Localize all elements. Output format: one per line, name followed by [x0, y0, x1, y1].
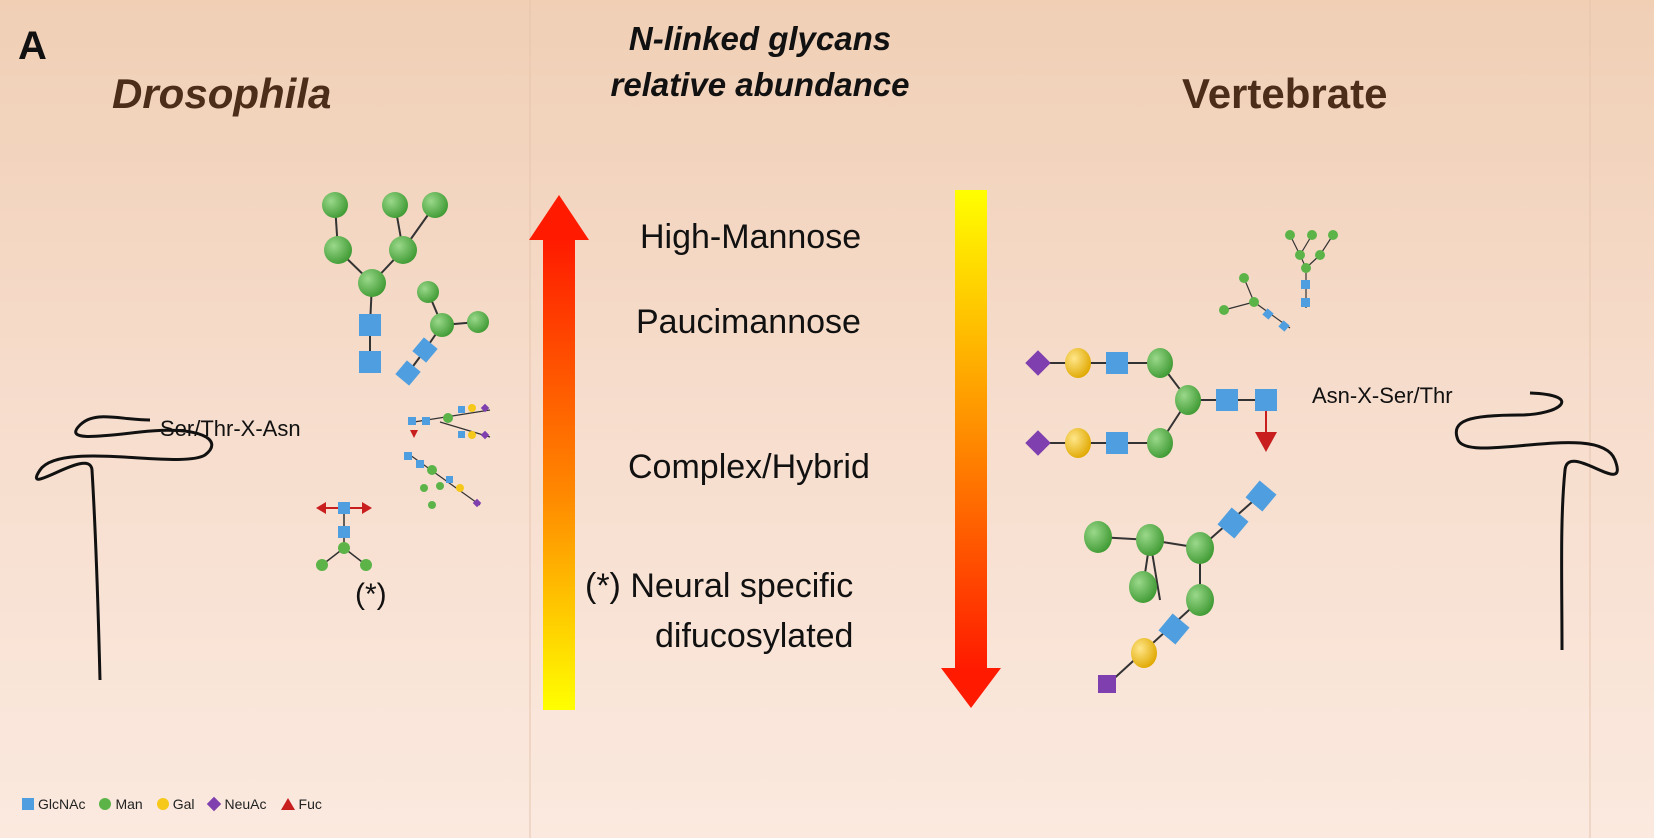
- legend-glcnac: GlcNAc: [22, 796, 85, 812]
- level-paucimannose: Paucimannose: [636, 303, 861, 341]
- drosophila-title: Drosophila: [112, 70, 332, 117]
- square-icon: [22, 798, 34, 810]
- level-complex-hybrid: Complex/Hybrid: [628, 448, 870, 486]
- legend-neuac: NeuAc: [207, 796, 267, 812]
- circle-icon: [99, 798, 112, 810]
- level-high-mannose: High-Mannose: [640, 218, 862, 256]
- left-sequon-label: Ser/Thr-X-Asn: [160, 416, 301, 441]
- legend-gal: Gal: [156, 796, 195, 812]
- right-sequon-label: Asn-X-Ser/Thr: [1312, 383, 1453, 408]
- circle-icon: [156, 798, 169, 810]
- legend-fuc: Fuc: [280, 796, 322, 812]
- level-neural-specific: (*) Neural specific: [585, 567, 854, 605]
- increasing-arrow: [529, 195, 589, 710]
- vert-small-glycans: [1219, 230, 1338, 332]
- legend-label: NeuAc: [224, 796, 267, 812]
- decreasing-arrow: [941, 190, 1001, 708]
- triangle-icon: [280, 798, 295, 810]
- legend-label: GlcNAc: [38, 796, 86, 812]
- legend-label: Fuc: [298, 796, 322, 812]
- legend-label: Man: [115, 796, 143, 812]
- center-title-line2: relative abundance: [610, 66, 910, 103]
- legend-label: Gal: [172, 796, 195, 812]
- left-protein-backbone: [35, 415, 214, 681]
- vert-hybrid-glycan: [1084, 480, 1277, 693]
- vert-complex-glycan: [1025, 348, 1277, 458]
- vertebrate-title: Vertebrate: [1182, 70, 1388, 117]
- dro-high-mannose-glycan: [322, 192, 448, 373]
- neural-specific-marker: (*): [355, 578, 387, 611]
- legend: GlcNAc Man Gal NeuAc Fuc: [22, 796, 322, 812]
- diamond-icon: [207, 796, 222, 812]
- dro-complex-glycans: [404, 403, 491, 509]
- center-title-line1: N-linked glycans: [628, 20, 892, 57]
- dro-paucimannose-glycan: [395, 281, 489, 386]
- dro-difucosylated-glycan: [316, 502, 372, 571]
- level-difucosylated: difucosylated: [655, 617, 854, 655]
- panel-label: A: [18, 24, 47, 68]
- right-protein-backbone: [1454, 391, 1619, 651]
- legend-man: Man: [99, 796, 143, 812]
